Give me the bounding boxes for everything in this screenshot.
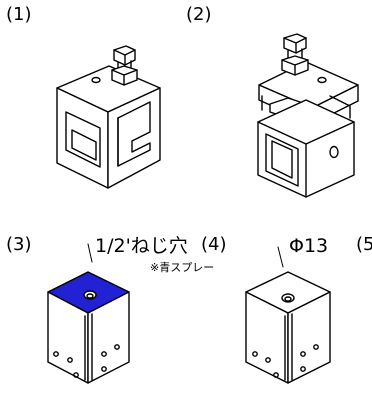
blue-spray-note: ※青スプレー xyxy=(150,261,215,274)
figure-label-1: (1) xyxy=(6,4,32,25)
figure-label-4: (4) xyxy=(201,234,227,255)
figure-4-cube xyxy=(245,246,331,384)
figure-2-clamp-with-tube xyxy=(257,33,359,198)
figure-label-5-partial: (5 xyxy=(356,234,372,255)
figure-3-cube-blue-top xyxy=(47,243,130,384)
thread-hole-annotation: 1/2'ねじ穴 xyxy=(95,235,188,257)
figure-1-c-clamp xyxy=(56,45,161,189)
figure-label-3: (3) xyxy=(6,234,32,255)
figure-label-2: (2) xyxy=(186,4,212,25)
diameter-annotation: Φ13 xyxy=(289,235,329,257)
